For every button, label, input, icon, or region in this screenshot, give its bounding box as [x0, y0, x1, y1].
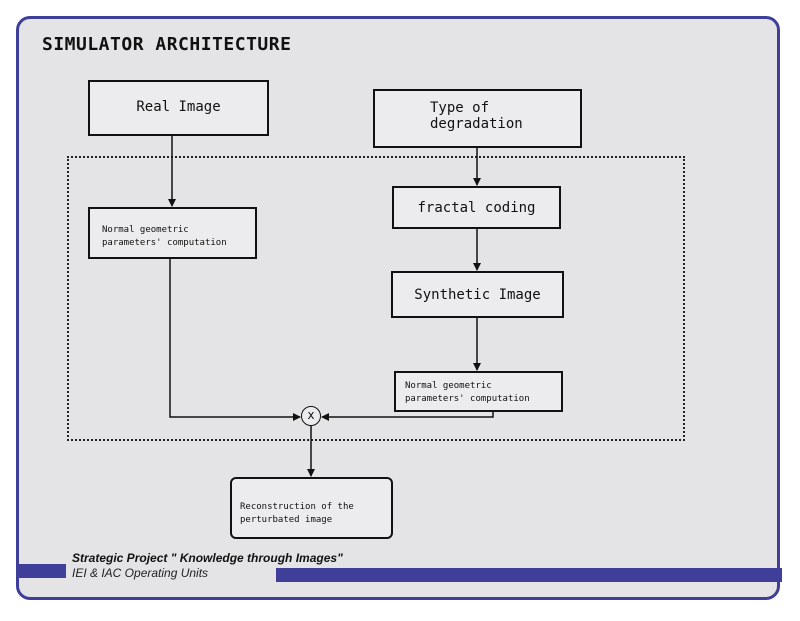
normal-params-right-line2: parameters' computation	[405, 394, 530, 404]
footer-band-right	[276, 568, 782, 582]
degradation-type-line2: degradation	[430, 116, 523, 132]
footer-project: Strategic Project " Knowledge through Im…	[72, 551, 343, 565]
real-image-box: Real Image	[88, 80, 269, 136]
normal-params-right-box: Normal geometric parameters' computation	[394, 371, 563, 412]
synthetic-image-box: Synthetic Image	[391, 271, 564, 318]
arrow-left-params-to-multiply	[169, 259, 301, 421]
normal-params-right-line1: Normal geometric	[405, 381, 492, 391]
reconstruction-line1: Reconstruction of the	[240, 502, 354, 512]
arrow-right-params-to-multiply	[321, 412, 494, 421]
fractal-coding-box: fractal coding	[392, 186, 561, 229]
real-image-label: Real Image	[136, 99, 221, 115]
multiply-node: x	[301, 406, 321, 426]
reconstruction-line2: perturbated image	[240, 515, 333, 525]
slide-title: SIMULATOR ARCHITECTURE	[42, 34, 292, 55]
processing-group-frame	[67, 156, 685, 441]
reconstruction-box: Reconstruction of the perturbated image	[230, 477, 393, 539]
normal-params-left-line1: Normal geometric	[102, 225, 189, 235]
normal-params-left-line2: parameters' computation	[102, 238, 227, 248]
normal-params-left-box: Normal geometric parameters' computation	[88, 207, 257, 259]
fractal-coding-label: fractal coding	[417, 200, 536, 216]
footer-units: IEI & IAC Operating Units	[72, 566, 209, 580]
footer-band-left	[16, 564, 66, 578]
degradation-type-box: Type of degradation	[373, 89, 582, 148]
degradation-type-line1: Type of	[430, 100, 490, 116]
synthetic-image-label: Synthetic Image	[414, 287, 541, 303]
